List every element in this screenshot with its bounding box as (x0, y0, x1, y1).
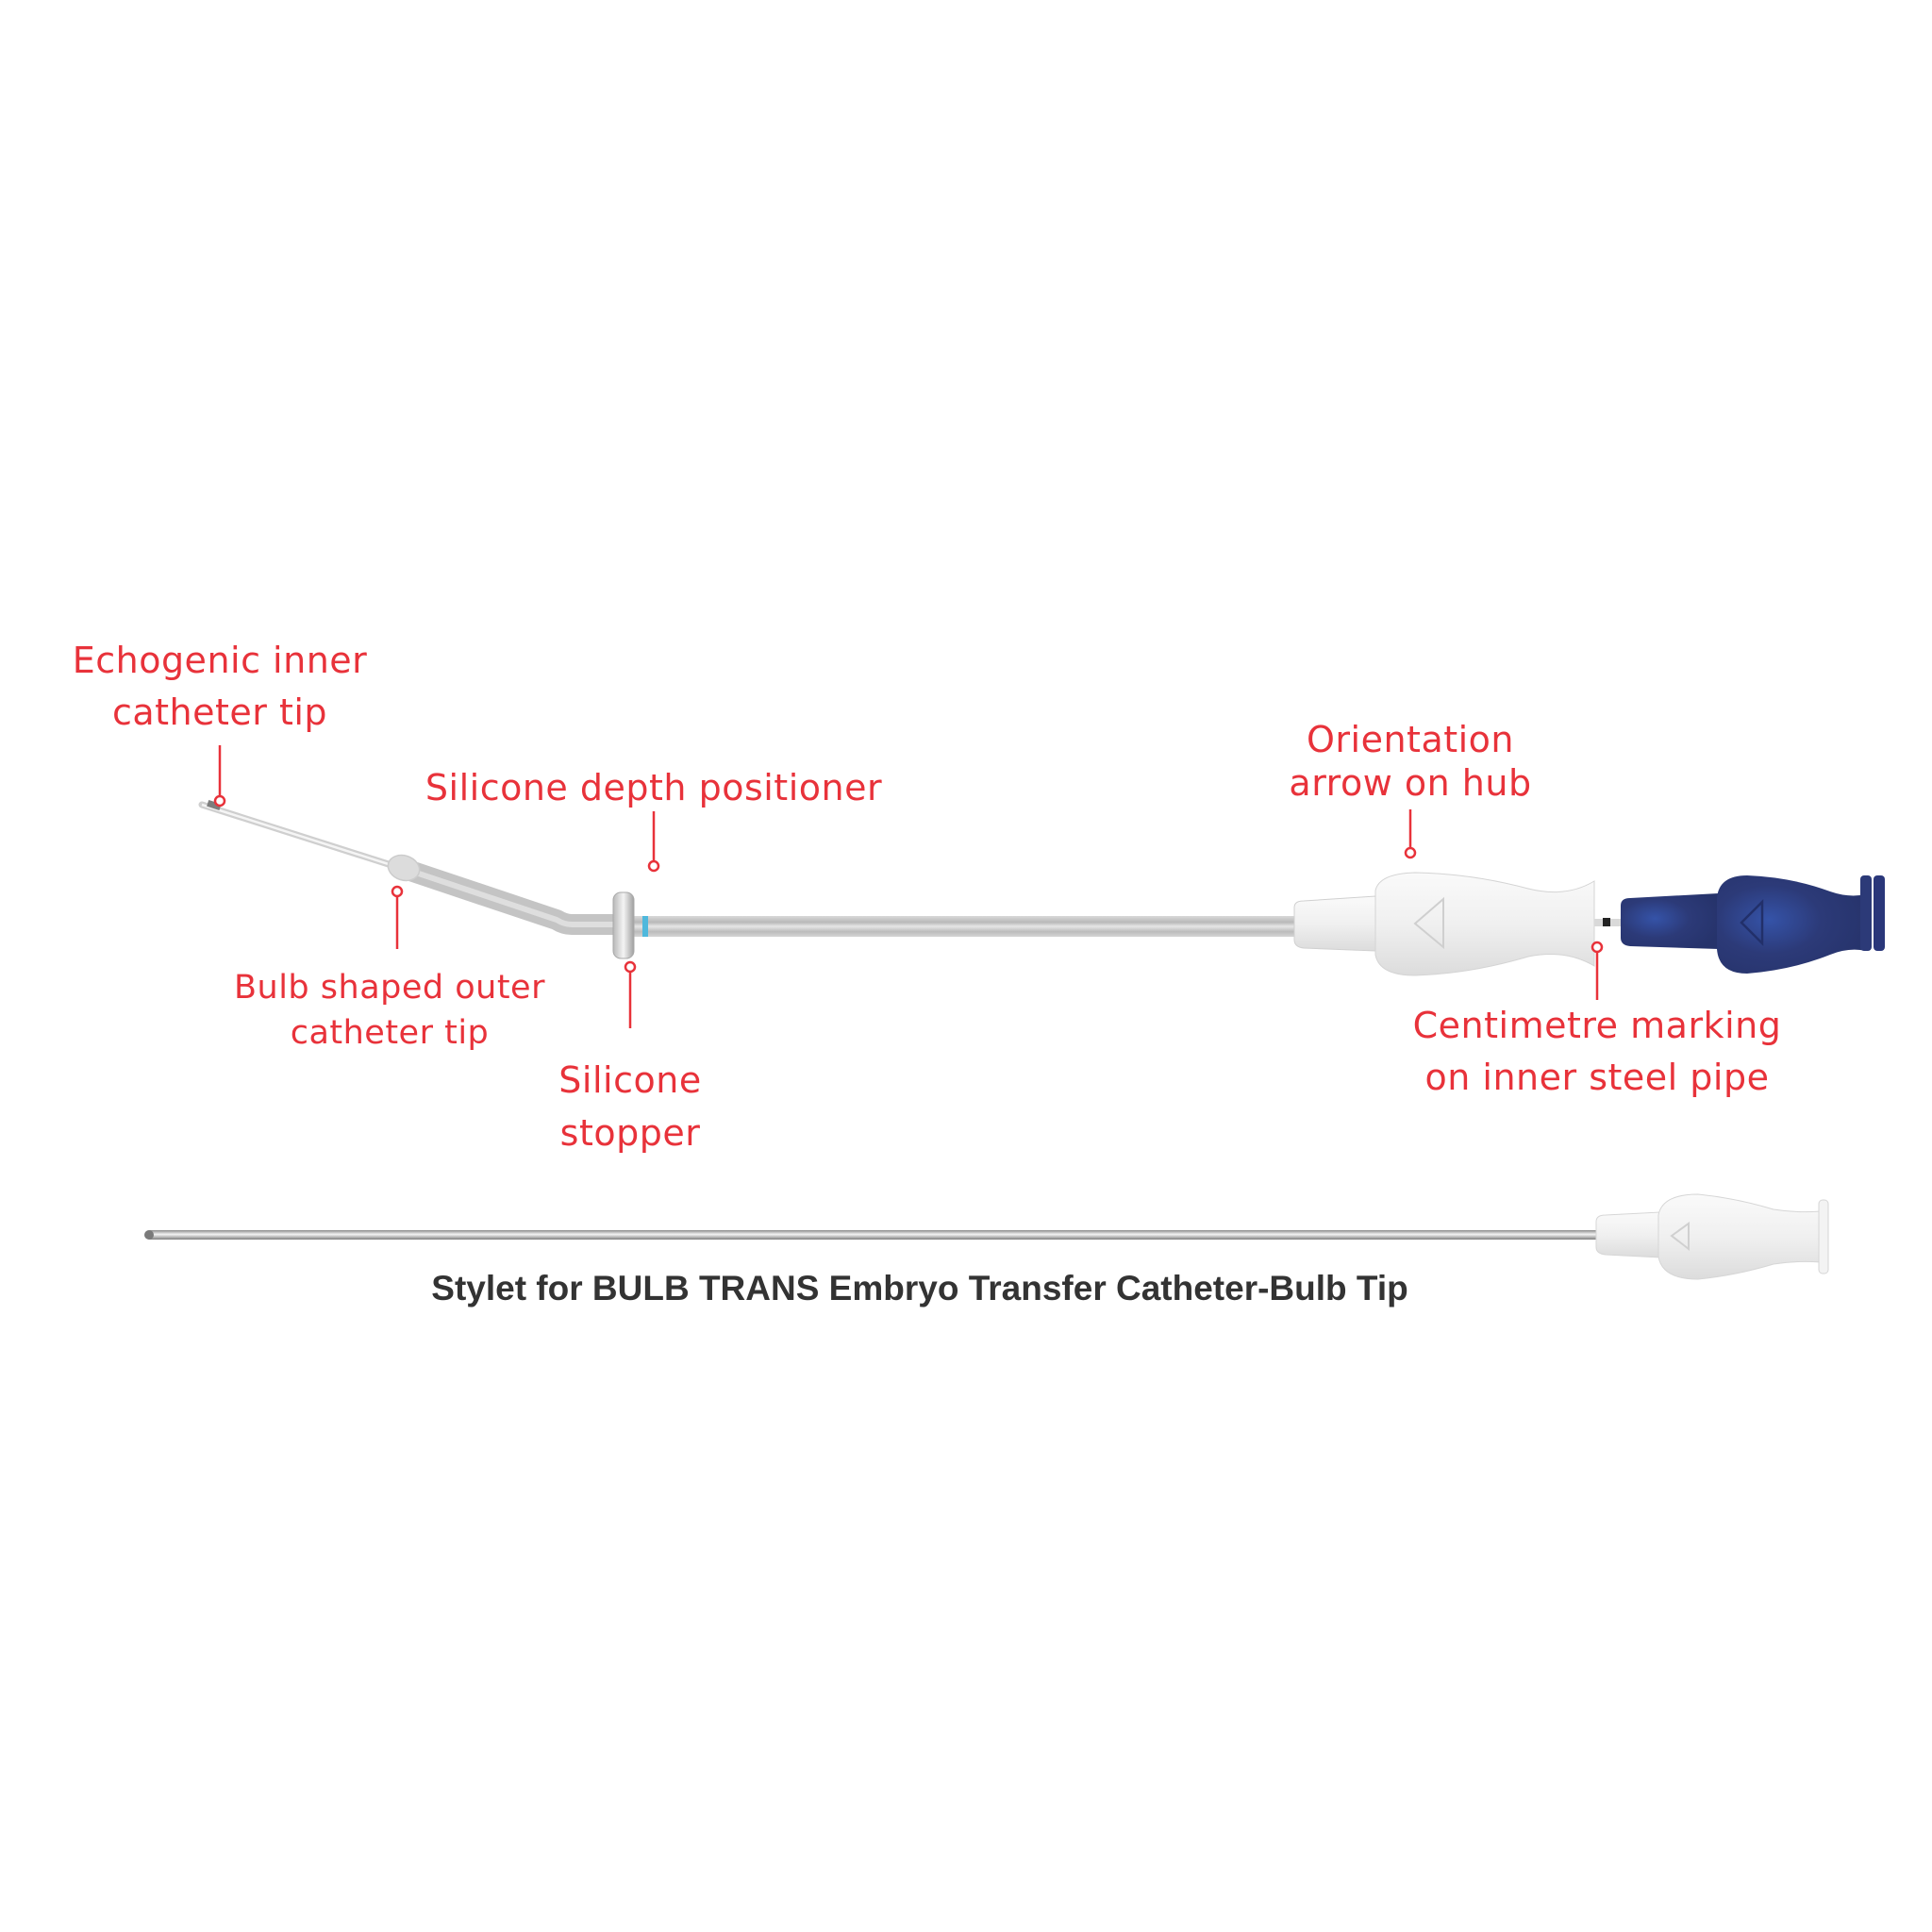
label-cm-line1: Centimetre marking (1413, 1005, 1782, 1046)
label-cm-line2: on inner steel pipe (1425, 1057, 1770, 1098)
bulb-outer-tip (387, 854, 421, 882)
outer-catheter-tube (618, 916, 1297, 937)
label-depth-positioner: Silicone depth positioner (425, 767, 882, 808)
silicone-stopper (612, 891, 635, 959)
label-orientation-line1: Orientation (1307, 719, 1514, 760)
stylet (144, 1193, 1829, 1280)
inner-catheter (198, 800, 398, 870)
label-bulb-line2: catheter tip (291, 1014, 490, 1052)
orientation-arrow-icon (1413, 896, 1444, 950)
label-echogenic-line2: catheter tip (112, 691, 327, 733)
blue-hub-flange (1860, 875, 1872, 951)
label-bulb-line1: Bulb shaped outer (234, 969, 545, 1007)
label-stopper-line2: stopper (560, 1112, 701, 1154)
blue-hub (1621, 875, 1885, 974)
callout-orientation-arrow: Orientation arrow on hub (1289, 719, 1531, 859)
centimetre-mark (1603, 918, 1610, 926)
stylet-hub-arrow-icon (1670, 1222, 1690, 1252)
callout-echogenic-tip: Echogenic inner catheter tip (73, 640, 368, 808)
blue-hub-arrow-icon (1740, 898, 1764, 947)
callout-bulb-tip: Bulb shaped outer catheter tip (234, 885, 545, 1052)
white-hub (1293, 872, 1595, 976)
depth-positioner-band (642, 916, 648, 937)
callout-cm-marking: Centimetre marking on inner steel pipe (1413, 941, 1782, 1098)
callout-depth-positioner: Silicone depth positioner (425, 767, 882, 873)
label-stopper-line1: Silicone (558, 1059, 701, 1101)
stylet-caption: Stylet for BULB TRANS Embryo Transfer Ca… (431, 1269, 1407, 1307)
stylet-rod (146, 1230, 1599, 1240)
echogenic-tip-marking (207, 800, 222, 810)
label-orientation-line2: arrow on hub (1289, 762, 1531, 804)
label-echogenic-line1: Echogenic inner (73, 640, 368, 681)
callout-stopper: Silicone stopper (558, 960, 701, 1154)
transfer-catheter (198, 800, 1885, 976)
stylet-hub (1595, 1193, 1829, 1280)
